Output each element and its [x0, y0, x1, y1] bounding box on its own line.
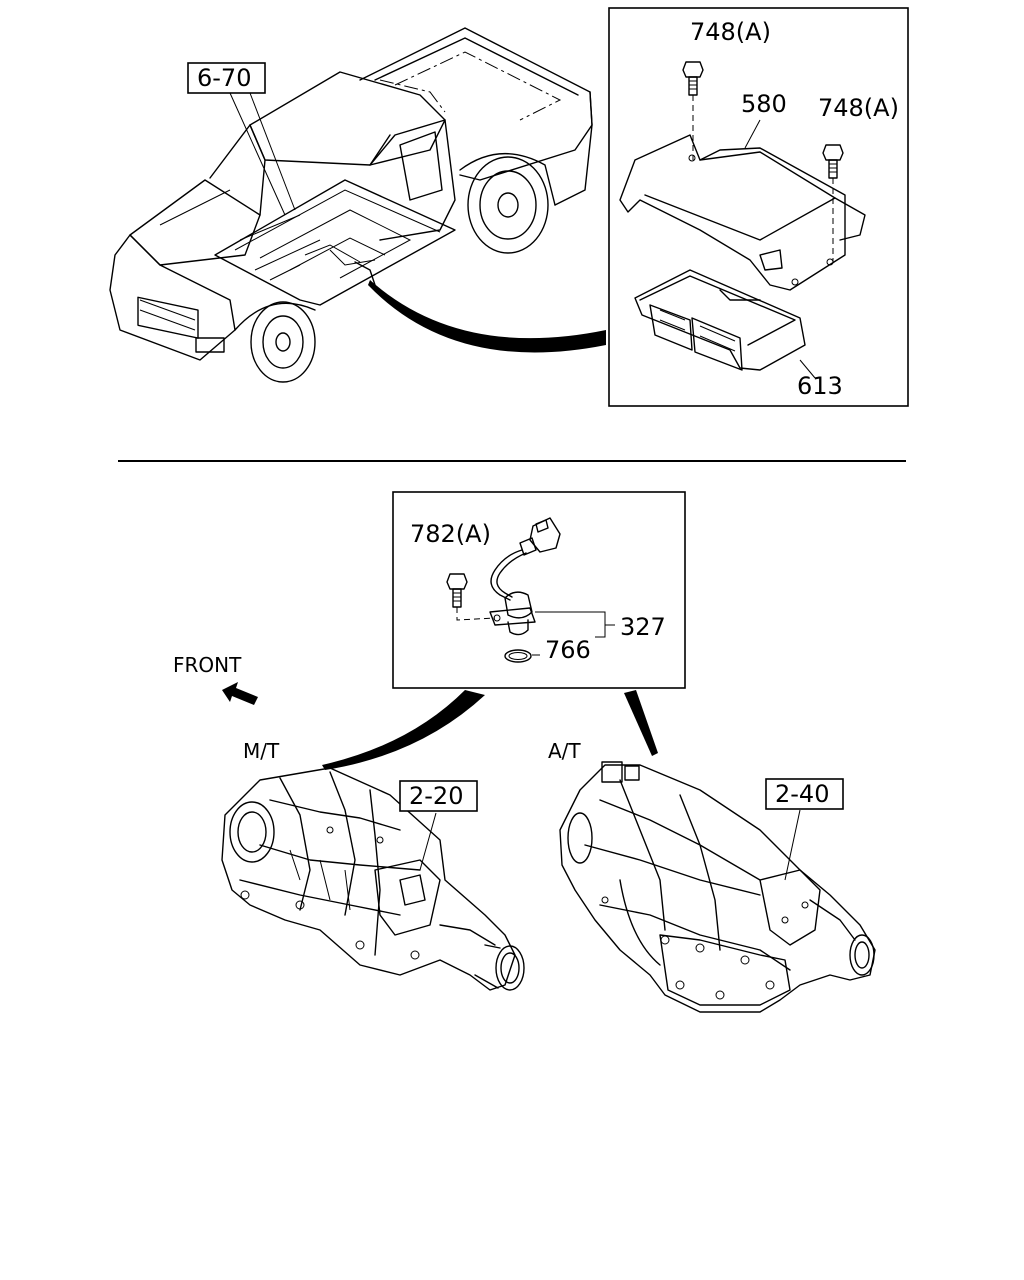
manual-transmission	[221, 767, 525, 991]
ref-box-2-40: 2-40	[765, 778, 844, 810]
bolt-748a-top	[682, 61, 704, 160]
detail-box-control-unit	[608, 7, 909, 407]
truck-illustration	[109, 27, 593, 383]
part-label-580: 580	[741, 90, 787, 118]
bolt-782a	[446, 573, 496, 621]
automatic-transmission	[559, 761, 876, 1013]
front-label: FRONT	[173, 653, 242, 677]
ref-label-6-70: 6-70	[197, 64, 251, 92]
rear-wheel	[459, 153, 556, 254]
part-label-748a-right: 748(A)	[818, 94, 899, 122]
label-automatic-transmission: A/T	[548, 739, 581, 763]
o-ring-766	[504, 649, 532, 663]
ref-label-2-40: 2-40	[775, 780, 829, 808]
ref-box-6-70: 6-70	[187, 62, 266, 94]
pointer-wedge-mt	[322, 690, 485, 770]
detail-box-speed-sensor	[392, 491, 686, 689]
ref-label-2-20: 2-20	[409, 782, 463, 810]
part-label-327: 327	[620, 613, 666, 641]
pointer-wedge-top	[368, 280, 606, 353]
pointer-wedge-at	[624, 690, 658, 756]
bolt-748a-right	[822, 144, 844, 262]
part-label-766: 766	[545, 636, 591, 664]
part-label-782a: 782(A)	[410, 520, 491, 548]
front-indicator: FRONT	[173, 653, 258, 705]
label-manual-transmission: M/T	[243, 739, 280, 763]
front-arrow-icon	[222, 682, 258, 705]
floor-panel	[214, 179, 456, 306]
control-module-613	[634, 269, 806, 371]
speed-sensor-327	[489, 591, 536, 636]
front-wheel	[234, 301, 316, 383]
sensor-connector	[519, 517, 561, 556]
part-label-748a-top: 748(A)	[690, 18, 771, 46]
part-label-613: 613	[797, 372, 843, 400]
ref-box-2-20: 2-20	[399, 780, 478, 812]
bracket-580	[619, 134, 866, 291]
